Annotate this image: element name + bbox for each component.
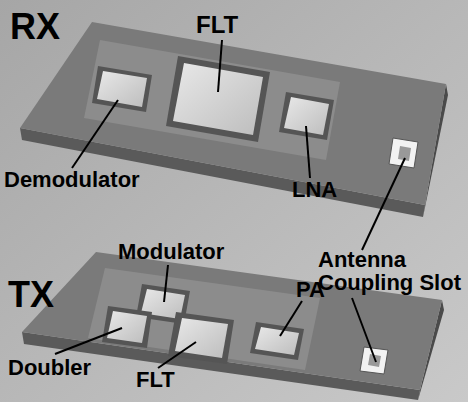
part-label: PA bbox=[296, 278, 325, 301]
leader-lines bbox=[55, 40, 405, 368]
part-label: Antenna Coupling Slot bbox=[318, 248, 464, 294]
module-title: RX bbox=[10, 8, 60, 46]
part-label: FLT bbox=[196, 12, 238, 37]
part-label: Doubler bbox=[8, 356, 91, 379]
part-label: Demodulator bbox=[4, 168, 140, 191]
part-label: FLT bbox=[136, 368, 175, 391]
part-label: LNA bbox=[292, 178, 337, 201]
module-title: TX bbox=[8, 276, 54, 314]
part-label: Modulator bbox=[118, 240, 224, 263]
